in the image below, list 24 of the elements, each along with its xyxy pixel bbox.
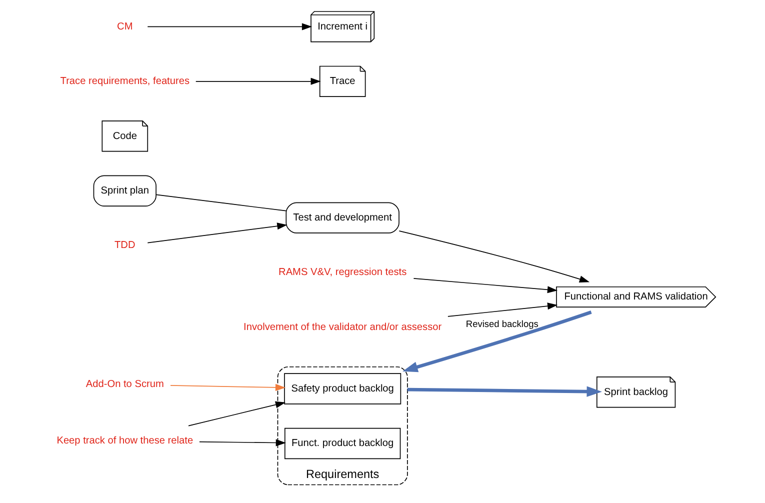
node-text: Trace requirements, features <box>60 76 190 88</box>
arrow <box>412 278 558 294</box>
arrow <box>146 222 287 244</box>
arrow <box>406 386 602 397</box>
arrow <box>188 401 286 426</box>
node-text: Keep track of how these relate <box>56 436 193 447</box>
edge-label: Revised backlogs <box>465 319 538 330</box>
arrow <box>194 78 320 85</box>
node-box: Safety product backlog <box>284 373 401 404</box>
arrow <box>398 230 590 283</box>
node-text: CM <box>116 21 132 32</box>
node-text: RAMS V&V, regression tests <box>278 267 406 278</box>
node-box: Funct. product backlog <box>284 428 400 460</box>
arrow <box>198 439 286 446</box>
node-box: Sprint plan <box>92 175 156 206</box>
node-box: Test and development <box>285 202 399 234</box>
arrow <box>447 302 558 317</box>
node-text: TDD <box>114 240 135 252</box>
connector <box>155 194 286 212</box>
arrow <box>146 23 312 30</box>
arrow <box>402 310 592 372</box>
node-text: Involvement of the validator and/or assessor <box>243 322 442 333</box>
node-text: Add-On to Scrum <box>85 379 164 390</box>
arrow <box>170 384 286 391</box>
